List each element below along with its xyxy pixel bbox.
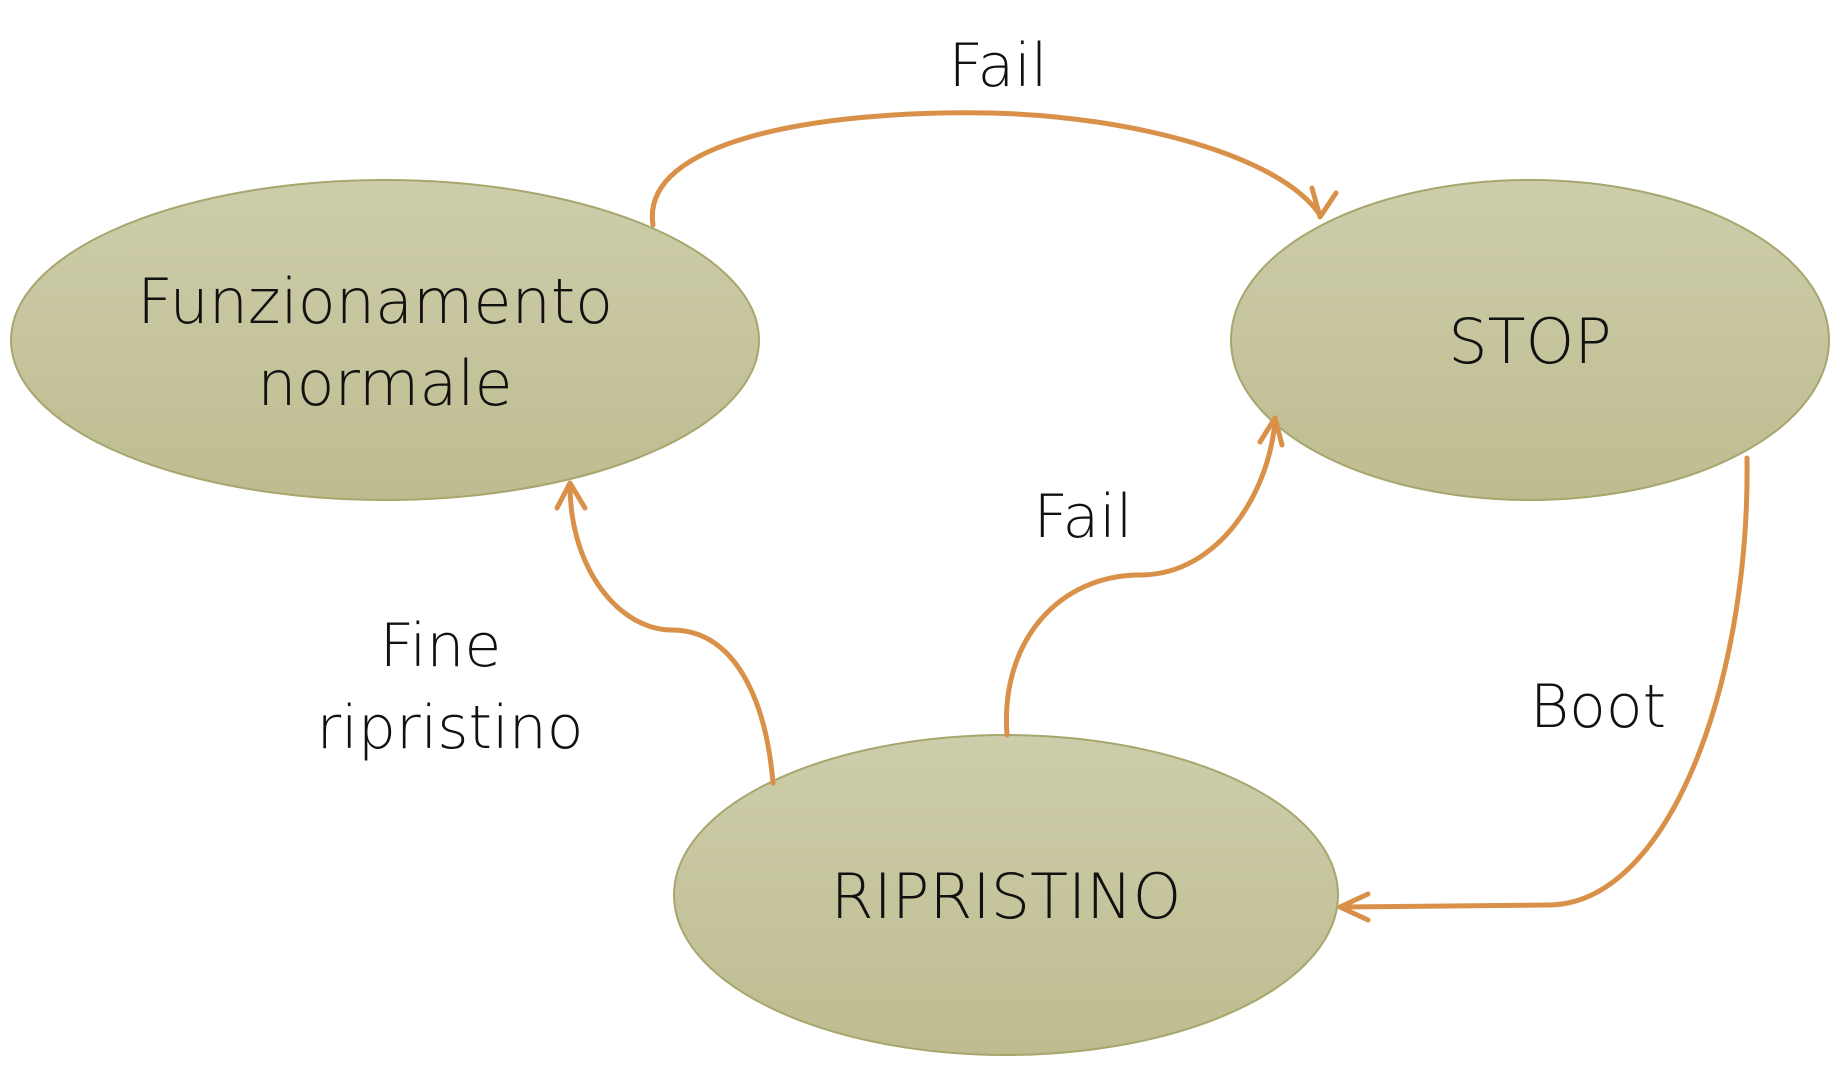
- transition-label: Boot: [1530, 672, 1666, 742]
- transition-label: Fine ripristino: [317, 611, 584, 763]
- arrowhead-icon: [1309, 185, 1339, 220]
- transition-label: Fail: [1033, 482, 1132, 552]
- arrowhead-icon: [1337, 891, 1371, 923]
- state-label: Funzionamento normale: [137, 265, 633, 420]
- transition-arrow: [1339, 455, 1750, 910]
- state-label-line-1: Funzionamento: [137, 265, 613, 338]
- transition-arrow: [567, 482, 776, 786]
- state-label: RIPRISTINO: [831, 860, 1182, 933]
- state-ripristino: RIPRISTINO: [673, 734, 1339, 1056]
- state-shape: [10, 179, 760, 501]
- transition-normale-to-stop: Fail: [649, 31, 1339, 228]
- transition-label: Fail: [948, 31, 1047, 101]
- transition-ripristino-to-stop: Fail: [1003, 415, 1285, 738]
- transition-label-line-1: Fine: [380, 611, 502, 681]
- state-label: STOP: [1448, 305, 1611, 378]
- transition-arrow: [649, 110, 1323, 228]
- transition-stop-to-ripristino: Boot: [1337, 455, 1750, 923]
- arrowhead-icon: [554, 480, 588, 511]
- transition-arrow: [1003, 417, 1278, 738]
- state-stop: STOP: [1230, 179, 1830, 501]
- transition-label-line-2: ripristino: [317, 693, 584, 763]
- state-shape: [1230, 179, 1830, 501]
- transition-ripristino-to-normale: Fine ripristino: [317, 480, 776, 786]
- state-label-line-2: normale: [257, 347, 512, 420]
- state-funzionamento-normale: Funzionamento normale: [10, 179, 760, 501]
- arrowhead-icon: [1257, 415, 1285, 448]
